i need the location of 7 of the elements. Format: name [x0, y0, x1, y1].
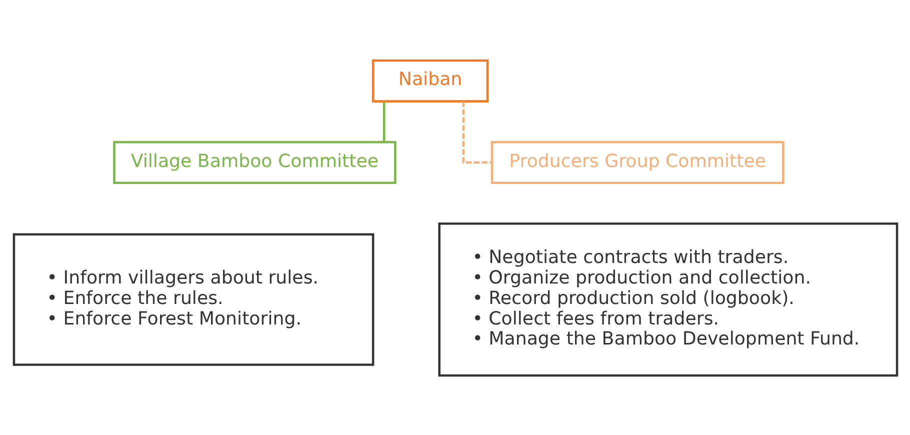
node-box: • Negotiate contracts with traders. • Organize production and collection. • Record production sold (logbook). • Collect fees from traders. • Manage the Bamboo Development Fund.: [438, 222, 898, 376]
node-box: Naiban: [371, 58, 488, 102]
connector: [462, 101, 492, 164]
node-box: • Inform villagers about rules. • Enforce the rules. • Enforce Forest Monitoring.: [12, 232, 374, 366]
node-box: Village Bamboo Committee: [112, 140, 396, 184]
connector: [382, 101, 385, 142]
node-box: Producers Group Committee: [490, 140, 784, 184]
